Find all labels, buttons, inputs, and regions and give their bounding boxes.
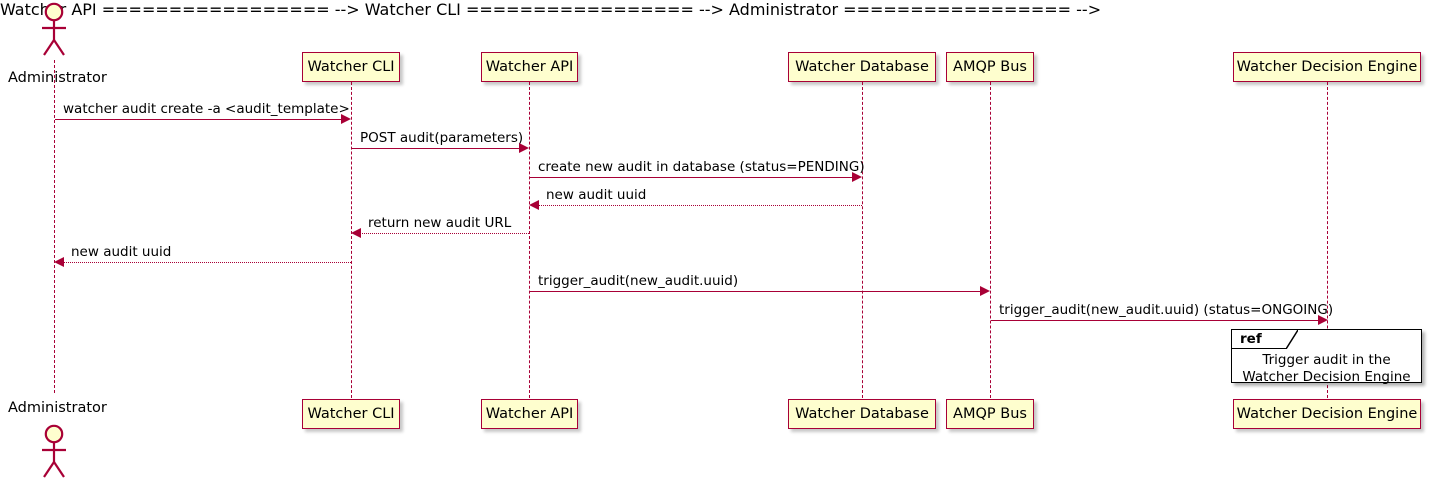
message-arrowhead-post-audit xyxy=(519,143,529,153)
participant-label: Watcher Database xyxy=(795,405,929,422)
participant-label: AMQP Bus xyxy=(953,58,1027,75)
message-arrowhead-watcher-audit-create xyxy=(341,114,351,124)
participant-watcher-decision-engine-bottom[interactable]: Watcher Decision Engine xyxy=(1233,399,1421,429)
participant-watcher-api-top[interactable]: Watcher API xyxy=(481,52,578,82)
participant-watcher-decision-engine-top[interactable]: Watcher Decision Engine xyxy=(1233,52,1421,82)
participant-amqp-bus-bottom[interactable]: AMQP Bus xyxy=(946,399,1034,429)
ref-fragment-tab: ref xyxy=(1232,330,1288,349)
message-label-watcher-audit-create: watcher audit create -a <audit_template> xyxy=(63,101,350,117)
participant-watcher-database-top[interactable]: Watcher Database xyxy=(788,52,936,82)
actor-figure-icon xyxy=(42,2,66,56)
participant-label: Watcher Database xyxy=(795,58,929,75)
participant-watcher-api-bottom[interactable]: Watcher API xyxy=(481,399,578,429)
message-line-trigger-audit xyxy=(530,291,981,292)
message-label-trigger-audit-ongoing: trigger_audit(new_audit.uuid) (status=ON… xyxy=(999,302,1334,318)
message-arrowhead-create-new-audit xyxy=(852,172,862,182)
lifeline-watcher-cli xyxy=(351,82,352,398)
message-arrowhead-new-audit-uuid-cli xyxy=(54,257,64,267)
message-label-new-audit-uuid-cli: new audit uuid xyxy=(71,244,172,260)
message-line-return-new-audit-url xyxy=(360,233,529,234)
participant-label: Watcher API xyxy=(485,405,574,422)
participant-label: Watcher Decision Engine xyxy=(1236,405,1418,422)
message-line-create-new-audit xyxy=(530,177,853,178)
ref-fragment-line-2: Watcher Decision Engine xyxy=(1242,368,1411,385)
ref-fragment-tab-label: ref xyxy=(1240,331,1262,347)
message-arrowhead-return-new-audit-url xyxy=(351,228,361,238)
actor-administrator-top xyxy=(32,2,76,58)
message-label-return-new-audit-url: return new audit URL xyxy=(368,215,512,231)
message-arrowhead-trigger-audit-ongoing xyxy=(1318,315,1328,325)
message-arrowhead-trigger-audit xyxy=(980,286,990,296)
actor-administrator-bottom xyxy=(32,424,76,480)
participant-label: Watcher API xyxy=(485,58,574,75)
message-line-new-audit-uuid-cli xyxy=(63,262,351,263)
participant-label: Watcher Decision Engine xyxy=(1236,58,1418,75)
ref-fragment-line-1: Trigger audit in the xyxy=(1262,352,1391,368)
message-label-create-new-audit: create new audit in database (status=PEN… xyxy=(538,159,865,175)
message-label-new-audit-uuid-db: new audit uuid xyxy=(546,187,647,203)
message-label-post-audit: POST audit(parameters) xyxy=(360,130,524,146)
participant-label: Watcher CLI xyxy=(307,58,395,75)
lifeline-amqp-bus xyxy=(990,82,991,398)
participant-amqp-bus-top[interactable]: AMQP Bus xyxy=(946,52,1034,82)
message-line-post-audit xyxy=(352,148,520,149)
participant-watcher-cli-top[interactable]: Watcher CLI xyxy=(302,52,400,82)
participant-watcher-cli-bottom[interactable]: Watcher CLI xyxy=(302,399,400,429)
lifeline-watcher-database xyxy=(862,82,863,398)
message-line-watcher-audit-create xyxy=(55,119,342,120)
message-arrowhead-new-audit-uuid-db xyxy=(529,200,539,210)
ref-fragment: ref Trigger audit in the Watcher Decisio… xyxy=(1231,329,1422,386)
participant-label: Watcher CLI xyxy=(307,405,395,422)
lifeline-watcher-decision-engine xyxy=(1327,82,1328,398)
ref-fragment-body: Trigger audit in the Watcher Decision En… xyxy=(1232,352,1421,386)
actor-label-administrator-top: Administrator xyxy=(8,70,107,86)
message-line-trigger-audit-ongoing xyxy=(991,320,1319,321)
participant-watcher-database-bottom[interactable]: Watcher Database xyxy=(788,399,936,429)
actor-figure-icon xyxy=(42,424,66,478)
message-label-trigger-audit: trigger_audit(new_audit.uuid) xyxy=(538,273,739,289)
lifeline-watcher-api xyxy=(529,82,530,398)
participant-label: AMQP Bus xyxy=(953,405,1027,422)
ref-fragment-tab-corner-icon xyxy=(1286,330,1298,349)
actor-label-administrator-bottom: Administrator xyxy=(8,400,107,416)
lifeline-administrator xyxy=(54,60,55,393)
message-line-new-audit-uuid-db xyxy=(538,205,862,206)
